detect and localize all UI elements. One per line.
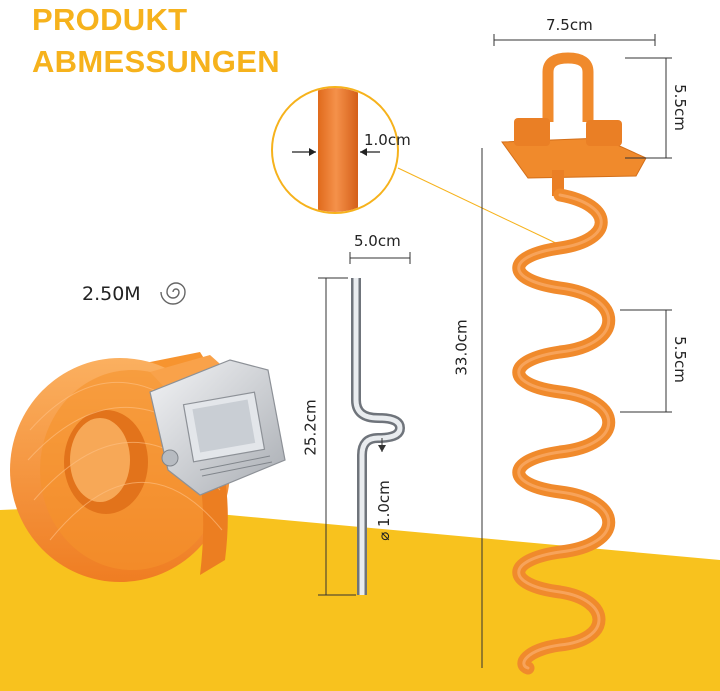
- loop-height-label: 5.5cm: [670, 84, 689, 131]
- pin-dimension-lines: [318, 252, 411, 596]
- heading-line-1: PRODUKT: [32, 2, 188, 37]
- rod-thickness-label: 1.0cm: [364, 131, 411, 149]
- cam-buckle: [149, 359, 286, 496]
- anchor-width-label: 7.5cm: [546, 16, 593, 34]
- coil-pitch-label: 5.5cm: [670, 336, 689, 383]
- anchor-dimension-lines: [481, 34, 672, 668]
- pin-diameter-label: ⌀ 1.0cm: [374, 480, 393, 541]
- anchor-length-label: 33.0cm: [452, 319, 471, 376]
- pin-width-label: 5.0cm: [354, 232, 401, 250]
- strap-length-label: 2.50M: [82, 283, 141, 305]
- magnifier-detail: [271, 86, 561, 246]
- coil-spiral-icon: [160, 282, 186, 305]
- pin-length-label: 25.2cm: [301, 399, 320, 456]
- spiral-anchor: [501, 52, 647, 675]
- metal-pin: [351, 278, 405, 595]
- heading-line-2: ABMESSUNGEN: [32, 44, 280, 79]
